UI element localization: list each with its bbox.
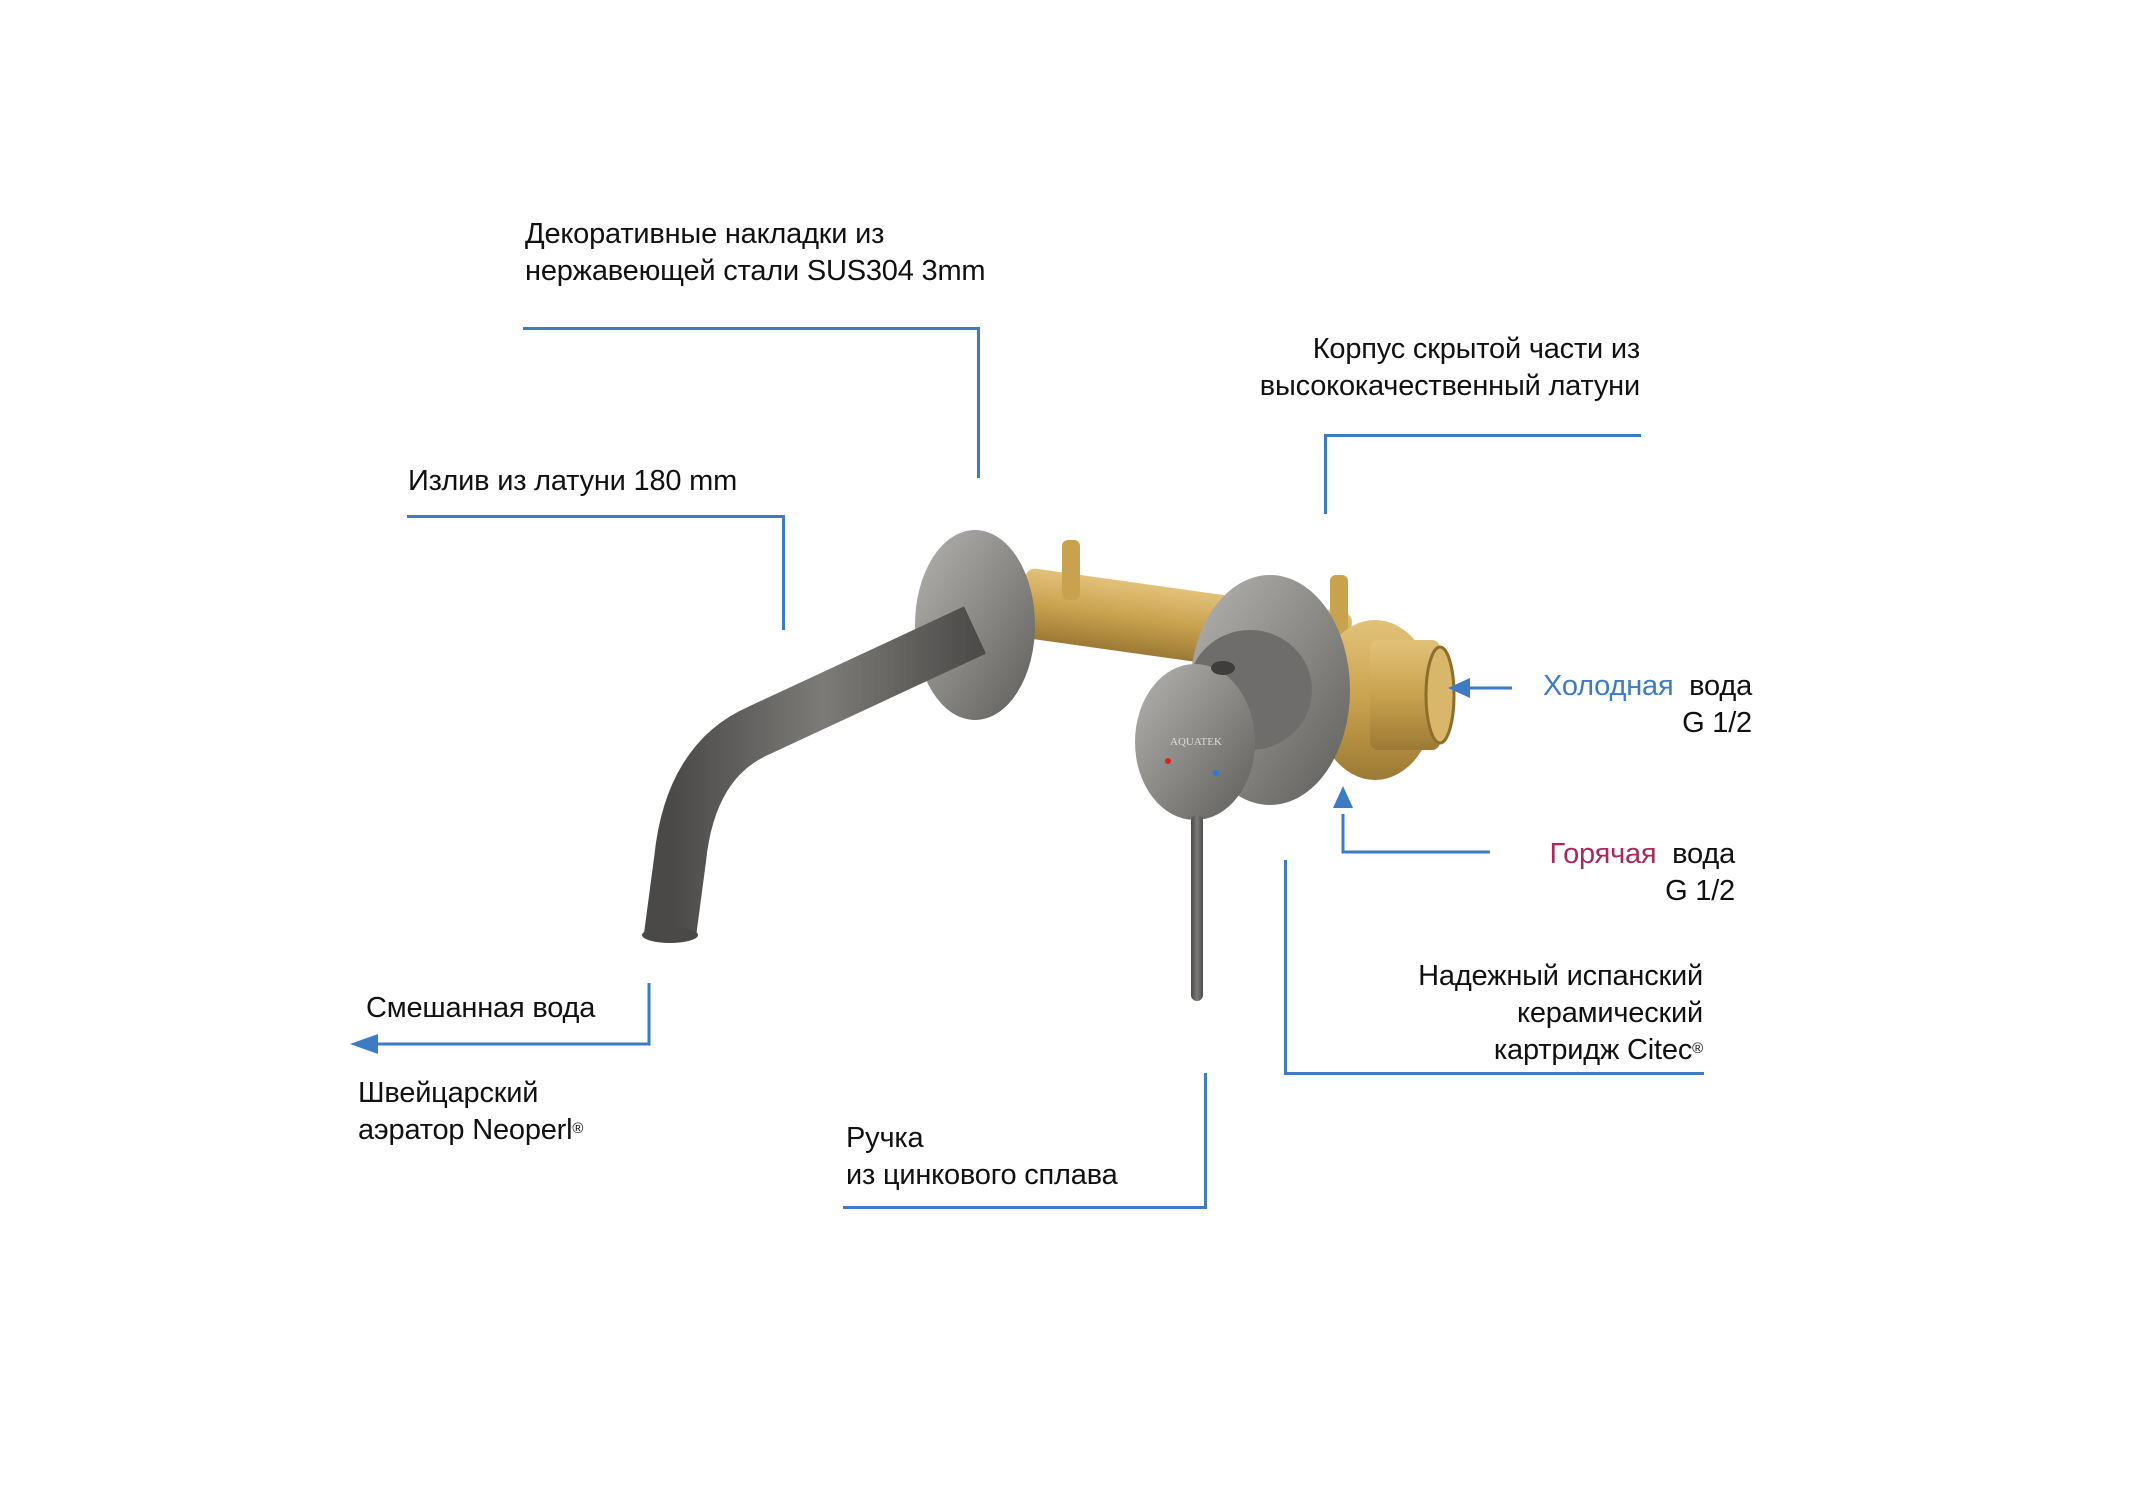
leader-line	[407, 515, 784, 518]
callout-text: вода	[1689, 670, 1752, 702]
lever	[1191, 815, 1203, 1001]
callout-text: Смешанная вода	[366, 992, 596, 1024]
leader-line	[977, 327, 980, 478]
leader-line	[1324, 434, 1641, 437]
callout-text: Корпус скрытой части из	[1312, 333, 1640, 365]
callout-text: картридж Citec	[1493, 1034, 1693, 1066]
callout-text: Декоративные накладки из	[525, 218, 885, 250]
callout-text: высококачественный латуни	[1259, 370, 1640, 402]
callout-spout: Излив из латуни 180 mm	[408, 463, 737, 500]
callout-text: Излив из латуни 180 mm	[408, 465, 738, 497]
callout-trim-plates: Декоративные накладки из нержавеющей ста…	[525, 216, 986, 290]
leader-line	[782, 515, 785, 630]
thread-size: G 1/2	[1682, 707, 1752, 739]
callout-cartridge: Надежный испанский керамический картридж…	[1418, 958, 1703, 1069]
leader-line	[843, 1206, 1207, 1209]
callout-mixed-water: Смешанная вода	[366, 990, 595, 1027]
callout-text: из цинкового сплава	[846, 1159, 1118, 1191]
hot-label: Горячая	[1549, 838, 1657, 870]
callout-text: Швейцарский	[358, 1077, 539, 1109]
leader-line	[1284, 1072, 1704, 1075]
callout-text: Ручка	[846, 1122, 924, 1154]
leader-line	[1324, 434, 1327, 514]
handle-cap	[1135, 664, 1255, 820]
callout-aerator: Швейцарский аэратор Neoperl®	[358, 1075, 583, 1149]
callout-handle: Ручка из цинкового сплава	[846, 1120, 1118, 1194]
thread-size: G 1/2	[1665, 875, 1735, 907]
callout-cold-water: Холодная вода G 1/2	[1543, 668, 1752, 742]
registered-mark: ®	[572, 1120, 584, 1137]
callout-text: керамический	[1517, 997, 1703, 1029]
cold-label: Холодная	[1543, 670, 1674, 702]
callout-text: нержавеющей стали SUS304 3mm	[525, 255, 986, 287]
registered-mark: ®	[1692, 1040, 1703, 1057]
svg-text:AQUATEK: AQUATEK	[1170, 736, 1222, 748]
callout-body: Корпус скрытой части из высококачественн…	[1260, 331, 1640, 405]
callout-hot-water: Горячая вода G 1/2	[1550, 836, 1736, 910]
leader-line	[523, 327, 979, 330]
callout-text: вода	[1672, 838, 1735, 870]
spout	[644, 606, 986, 939]
leader-line	[1284, 860, 1287, 1074]
leader-line	[1204, 1073, 1207, 1208]
callout-text: аэратор Neoperl	[358, 1114, 573, 1146]
callout-text: Надежный испанский	[1418, 960, 1703, 992]
